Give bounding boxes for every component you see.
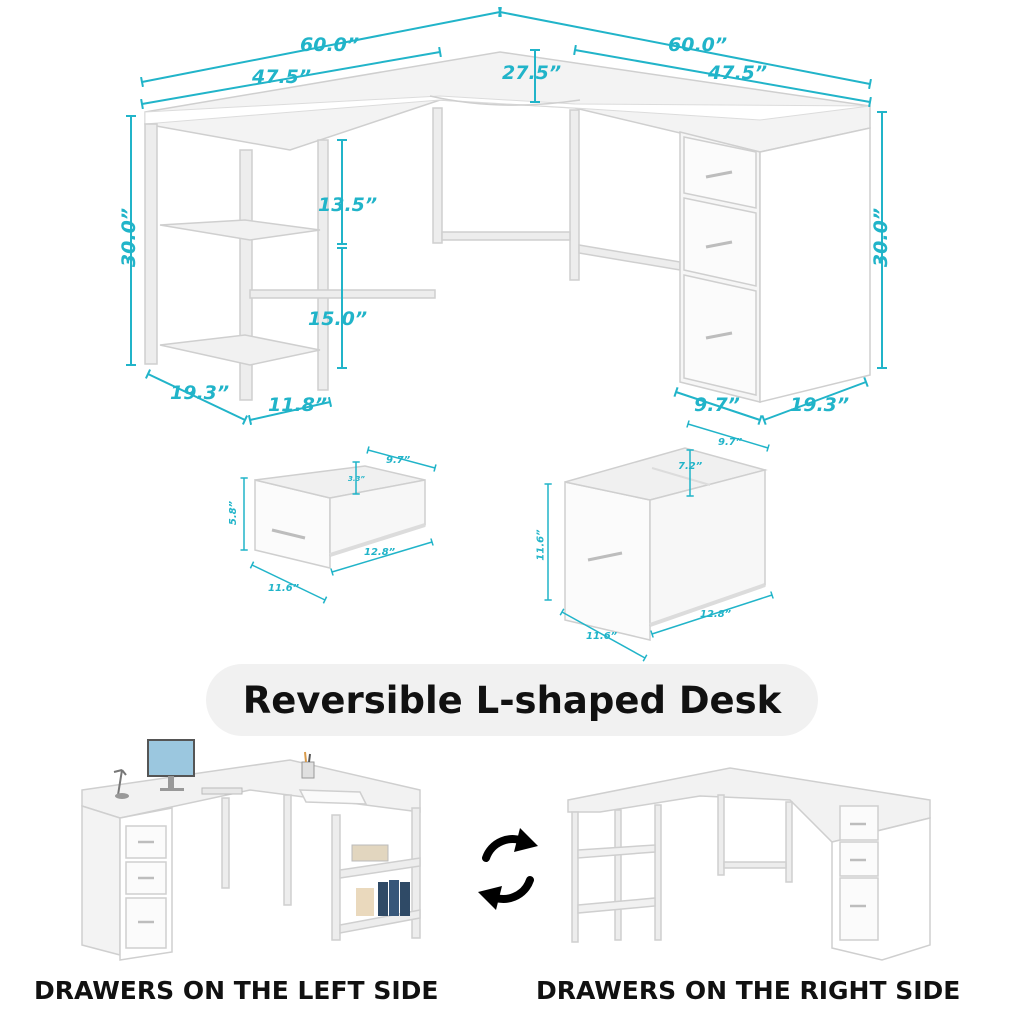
small-drawer-front-width: 11.6” (268, 583, 300, 594)
dim-right-total-length: 60.0” (668, 34, 728, 56)
dim-right-depth: 19.3” (790, 394, 850, 416)
dim-right-inner-length: 47.5” (708, 62, 768, 84)
dim-left-height: 30.0” (118, 207, 141, 268)
small-drawer-height: 5.8” (228, 500, 240, 526)
desk-accessories (113, 739, 410, 916)
small-drawer-dimension-lines (240, 446, 437, 604)
file-drawer-drawing (564, 447, 768, 641)
dim-corner-depth: 27.5” (502, 62, 562, 84)
corner-legs (432, 107, 681, 281)
drawer-cabinet (679, 127, 871, 403)
desk-drawers-right (567, 767, 931, 961)
dim-lower-shelf-gap: 15.0” (308, 308, 368, 330)
caption-drawers-right: DRAWERS ON THE RIGHT SIDE (536, 976, 961, 1005)
dim-right-height: 30.0” (870, 207, 893, 268)
desk-drawers-left (81, 759, 421, 961)
dimension-lines (126, 6, 887, 426)
dim-shelf-width: 11.8” (268, 394, 328, 416)
file-drawer-front-width: 11.6” (586, 631, 618, 642)
title-banner: Reversible L-shaped Desk (206, 664, 818, 736)
file-drawer-dimension-lines (544, 420, 774, 662)
file-drawer-width: 9.7” (718, 437, 743, 448)
small-drawer-drawing (254, 465, 426, 569)
file-drawer-inner-height: 7.2” (678, 461, 703, 472)
pen-holder-icon (301, 761, 315, 779)
lamp-icon (113, 769, 127, 796)
left-shelf-unit (144, 123, 436, 401)
monitor-icon (147, 739, 195, 777)
dim-cabinet-width: 9.7” (694, 394, 740, 416)
dim-left-depth: 19.3” (170, 382, 230, 404)
small-drawer-length: 12.8” (364, 547, 396, 558)
dim-left-inner-length: 47.5” (252, 66, 312, 88)
dim-upper-shelf-gap: 13.5” (318, 194, 378, 216)
small-drawer-width: 9.7” (386, 455, 411, 466)
reverse-arrows-icon (478, 828, 538, 910)
file-drawer-height: 11.6” (535, 529, 547, 561)
caption-drawers-left: DRAWERS ON THE LEFT SIDE (34, 976, 439, 1005)
small-drawer-inner-height: 3.3” (348, 475, 365, 483)
binder-icon (356, 880, 410, 916)
dim-left-total-length: 60.0” (300, 34, 360, 56)
page-title: Reversible L-shaped Desk (242, 678, 782, 722)
file-drawer-length: 12.8” (700, 609, 732, 620)
